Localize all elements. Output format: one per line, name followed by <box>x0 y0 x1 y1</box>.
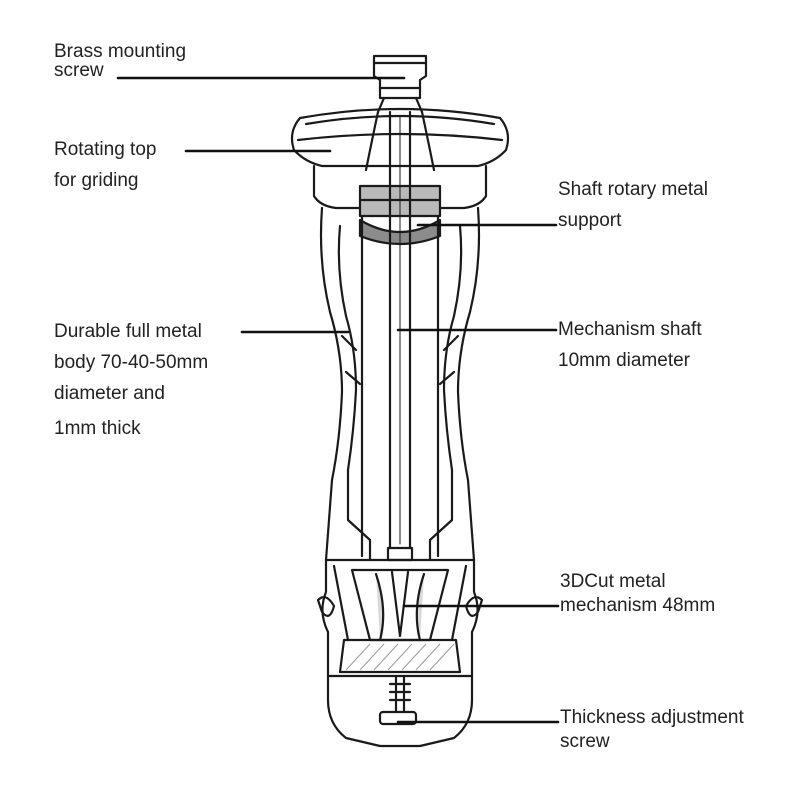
callout-line: screw <box>54 60 104 81</box>
callout-line: screw <box>560 731 610 752</box>
callout-brass-screw: Brass mounting screw <box>54 36 186 86</box>
callout-line: 10mm diameter <box>558 350 690 371</box>
callout-line: Rotating top <box>54 139 157 160</box>
mechanism-shaft <box>386 110 414 562</box>
callout-mechanism-shaft: Mechanism shaft 10mm diameter <box>558 314 702 376</box>
callout-line: Durable full metal <box>54 321 202 342</box>
callout-line: diameter and <box>54 383 165 404</box>
callout-body: Durable full metal body 70-40-50mm diame… <box>54 316 208 444</box>
callout-shaft-support: Shaft rotary metal support <box>558 174 708 236</box>
callout-line: for griding <box>54 170 139 191</box>
callout-rotating-top: Rotating top for griding <box>54 134 156 196</box>
callout-line: body 70-40-50mm <box>54 352 209 373</box>
callout-cut-mechanism: 3DCut metal mechanism 48mm <box>560 570 715 618</box>
callout-line: Thickness adjustment <box>560 707 744 728</box>
callout-line: support <box>558 210 622 231</box>
callout-line: 3DCut metal <box>560 571 666 592</box>
callout-line: Mechanism shaft <box>558 319 702 340</box>
cut-mechanism <box>338 568 462 674</box>
adjustment-screw <box>378 674 418 726</box>
callout-line: Shaft rotary metal <box>558 179 708 200</box>
callout-adjust-screw: Thickness adjustment screw <box>560 706 744 754</box>
brass-mounting-screw <box>372 54 428 114</box>
callout-line: mechanism 48mm <box>560 595 716 616</box>
burr-hatch <box>345 643 455 671</box>
callout-line: Brass mounting <box>54 41 187 62</box>
callout-line: 1mm thick <box>54 418 141 439</box>
metal-body <box>319 206 481 562</box>
